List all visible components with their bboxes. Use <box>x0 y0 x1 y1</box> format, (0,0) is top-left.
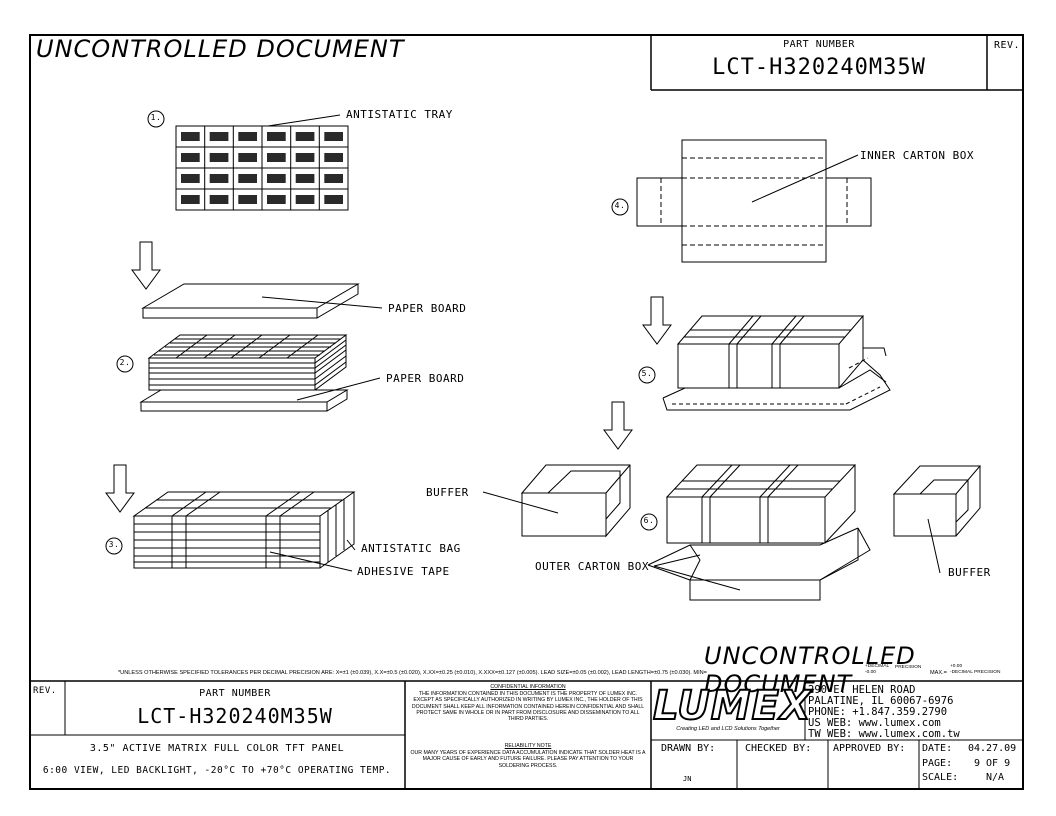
tray-pocket <box>181 132 200 141</box>
antistatic-tray <box>175 125 349 211</box>
reliability-text: OUR MANY YEARS OF EXPERIENCE DATA ACCUMU… <box>410 750 646 769</box>
reliability-title: RELIABILITY NOTE <box>504 743 552 749</box>
part-number-label: PART NUMBER <box>783 39 855 50</box>
part-number: LCT-H320240M35W <box>712 55 926 80</box>
lumex-tagline: Creating LED and LCD Solutions Together <box>676 726 780 732</box>
tray-pocket <box>295 132 315 141</box>
address-line-3: PHONE: +1.847.359.2790 <box>808 706 948 718</box>
step-1-number: 1. <box>150 113 162 122</box>
arrow-down-1 <box>131 241 161 290</box>
tray-pocket <box>324 132 343 141</box>
tray-pocket <box>295 153 315 162</box>
step-5-number: 5. <box>641 369 653 378</box>
tray-pocket <box>238 132 257 141</box>
confidential-title: CONFIDENTIAL INFORMATION <box>490 684 566 690</box>
description-line-2: 6:00 VIEW, LED BACKLIGHT, -20°C TO +70°C… <box>42 765 392 776</box>
paper-board-top <box>141 283 360 319</box>
tray-pocket <box>209 195 229 204</box>
tray-pocket <box>324 174 343 183</box>
outer-carton-contents <box>665 464 857 544</box>
address-line-2: PALATINE, IL 60067-6976 <box>808 695 954 707</box>
tray-pocket <box>295 195 315 204</box>
drawn-by: JN <box>683 775 692 783</box>
outer-carton-box <box>647 527 871 601</box>
approved-by-label: APPROVED BY: <box>833 743 906 754</box>
address-line-5: TW WEB: www.lumex.com.tw <box>808 728 960 740</box>
watermark-header: UNCONTROLLED DOCUMENT <box>36 35 405 63</box>
label-paper-board-top: PAPER BOARD <box>388 302 467 315</box>
tray-pocket <box>267 153 286 162</box>
title-rev-label: REV. <box>33 686 57 696</box>
inner-carton-assembled <box>662 315 891 411</box>
tray-pocket <box>267 174 286 183</box>
confidential-text: THE INFORMATION CONTAINED IN THIS DOCUME… <box>411 691 645 723</box>
tray-pocket <box>267 132 286 141</box>
tolerance-max-bottom: -DECIMAL PRECISION <box>950 670 1001 675</box>
date-label: DATE: <box>922 743 953 754</box>
tray-pocket <box>295 174 315 183</box>
address-line-4: US WEB: www.lumex.com <box>808 717 941 729</box>
checked-by-label: CHECKED BY: <box>745 743 812 754</box>
tray-pocket <box>181 195 200 204</box>
buffer-right <box>892 465 982 537</box>
tolerance-max: MAX.= <box>930 670 947 676</box>
label-buffer-right: BUFFER <box>948 566 991 579</box>
watermark-footer: UNCONTROLLED DOCUMENT <box>704 642 916 698</box>
label-adhesive-tape: ADHESIVE TAPE <box>357 565 450 578</box>
tray-pocket <box>238 174 257 183</box>
paper-board-bottom <box>139 389 349 412</box>
address-line-1: 290 E. HELEN ROAD <box>808 684 916 696</box>
label-antistatic-tray: ANTISTATIC TRAY <box>346 108 453 121</box>
tray-pocket <box>324 195 343 204</box>
step-6-number: 6. <box>643 516 655 525</box>
label-inner-carton-box: INNER CARTON BOX <box>860 149 974 162</box>
lumex-logo-text: LUMEX <box>652 683 812 729</box>
buffer-left <box>520 464 631 538</box>
lcd-stack <box>147 334 348 391</box>
tray-pocket <box>324 153 343 162</box>
inner-carton-blank <box>636 139 872 263</box>
tolerance-min-bottom: -0.00 <box>865 670 876 675</box>
tolerance-min-top: +DECIMAL <box>865 664 890 669</box>
page-label: PAGE: <box>922 758 953 769</box>
label-buffer-left: BUFFER <box>426 486 469 499</box>
step-4-number: 4. <box>614 201 626 210</box>
page-value: 9 OF 9 <box>974 758 1011 769</box>
tray-pocket <box>267 195 286 204</box>
tolerance-note: *UNLESS OTHERWISE SPECIFIED TOLERANCES P… <box>118 670 707 676</box>
title-part-number-label: PART NUMBER <box>199 688 271 699</box>
tray-pocket <box>209 153 229 162</box>
rev-label: REV. <box>994 40 1021 51</box>
arrow-down-3 <box>642 296 672 345</box>
bagged-stack <box>132 491 356 569</box>
label-outer-carton-box: OUTER CARTON BOX <box>535 560 649 573</box>
scale-value: N/A <box>986 772 1005 783</box>
lumex-logo: LUMEX Creating LED and LCD Solutions Tog… <box>652 683 812 738</box>
description-line-1: 3.5" ACTIVE MATRIX FULL COLOR TFT PANEL <box>89 743 345 754</box>
tolerance-max-top: +0.00 <box>950 664 963 669</box>
arrow-down-2 <box>105 464 135 513</box>
scale-label: SCALE: <box>922 772 959 783</box>
arrow-down-4 <box>603 401 633 450</box>
tray-pocket <box>181 153 200 162</box>
step-2-number: 2. <box>119 358 131 367</box>
tray-pocket <box>209 174 229 183</box>
drawn-by-label: DRAWN BY: <box>661 743 716 754</box>
tray-pocket <box>238 153 257 162</box>
tray-pocket <box>238 195 257 204</box>
title-part-number: LCT-H320240M35W <box>137 704 333 728</box>
drawing-sheet <box>29 34 1024 790</box>
step-3-number: 3. <box>108 540 120 549</box>
tray-pocket <box>181 174 200 183</box>
date-value: 04.27.09 <box>968 743 1017 754</box>
tray-pocket <box>209 132 229 141</box>
label-antistatic-bag: ANTISTATIC BAG <box>361 542 461 555</box>
tolerance-precision: PRECISION <box>895 665 922 670</box>
label-paper-board-bottom: PAPER BOARD <box>386 372 465 385</box>
